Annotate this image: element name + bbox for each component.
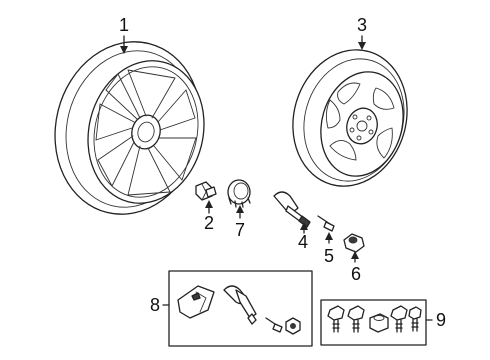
- kit-box-9: [320, 299, 427, 346]
- valve-cap: [343, 233, 365, 263]
- callout-5: 5: [324, 246, 334, 266]
- locking-bolt-kit: [320, 299, 433, 346]
- callout-7: 7: [235, 220, 245, 240]
- center-cap: [227, 179, 251, 219]
- kit-box-8: [168, 270, 313, 347]
- tpms-sensor-kit: [162, 270, 313, 347]
- valve-core: [317, 215, 335, 244]
- steel-spare-wheel: [292, 35, 408, 187]
- callout-2: 2: [204, 213, 214, 233]
- callout-1: 1: [119, 15, 129, 35]
- lug-nut: [195, 181, 217, 214]
- alloy-wheel: [54, 35, 205, 215]
- callout-6: 6: [351, 264, 361, 284]
- valve-stem: [273, 191, 311, 234]
- callout-4: 4: [298, 232, 308, 252]
- callout-8: 8: [150, 295, 160, 315]
- callout-9: 9: [436, 310, 446, 330]
- callout-3: 3: [357, 15, 367, 35]
